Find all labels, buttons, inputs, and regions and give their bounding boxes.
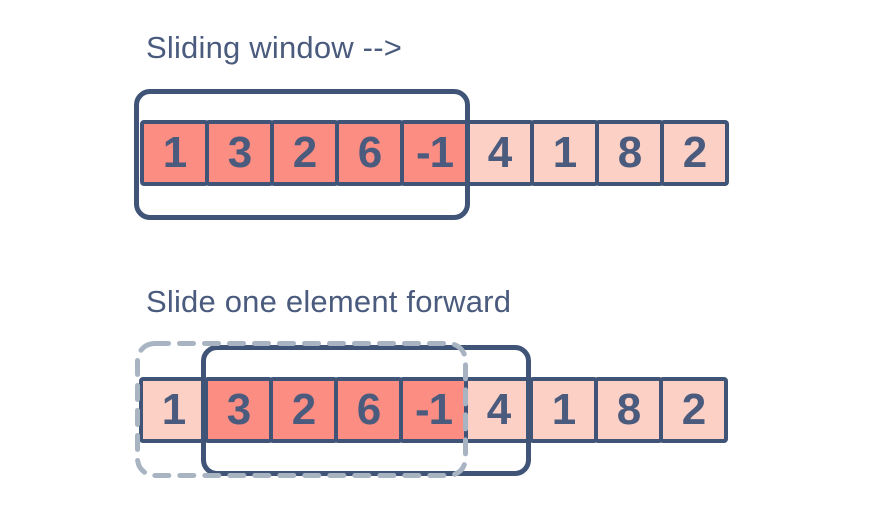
array-cell: 4 xyxy=(465,120,534,186)
array-cell: 1 xyxy=(530,120,599,186)
cell-value: 3 xyxy=(227,128,253,177)
array-cell: 1 xyxy=(140,120,209,186)
cell-value: 2 xyxy=(291,385,317,434)
cell-value: -1 xyxy=(415,128,454,177)
array-cell: 2 xyxy=(269,377,338,443)
array-cell: -1 xyxy=(400,120,469,186)
section-title-sliding-window: Sliding window --> xyxy=(146,30,403,65)
array-cell: 6 xyxy=(335,120,404,186)
cell-value: 8 xyxy=(616,385,642,434)
cell-value: 2 xyxy=(681,385,707,434)
array-cell: 1 xyxy=(139,377,208,443)
cell-value: 4 xyxy=(487,128,513,177)
section-title-slide-forward: Slide one element forward xyxy=(146,284,512,319)
cell-value: 2 xyxy=(682,128,708,177)
window-outline-initial xyxy=(134,89,470,220)
cell-value: -1 xyxy=(414,385,453,434)
array-cell: 1 xyxy=(529,377,598,443)
cell-value: 8 xyxy=(617,128,643,177)
array-cell: 3 xyxy=(205,120,274,186)
cell-value: 3 xyxy=(226,385,252,434)
cell-value: 1 xyxy=(552,128,578,177)
array-cell: 4 xyxy=(464,377,533,443)
cell-value: 1 xyxy=(551,385,577,434)
array-cell: 8 xyxy=(595,120,664,186)
array-cell: 8 xyxy=(594,377,663,443)
previous-window-dashed-outline xyxy=(135,341,468,478)
array-cell: 2 xyxy=(659,377,728,443)
cell-value: 1 xyxy=(162,128,188,177)
cell-value: 1 xyxy=(161,385,187,434)
cell-value: 6 xyxy=(357,128,383,177)
cell-value: 2 xyxy=(292,128,318,177)
cell-value: 6 xyxy=(356,385,382,434)
cell-value: 4 xyxy=(486,385,512,434)
array-cell: 2 xyxy=(660,120,729,186)
